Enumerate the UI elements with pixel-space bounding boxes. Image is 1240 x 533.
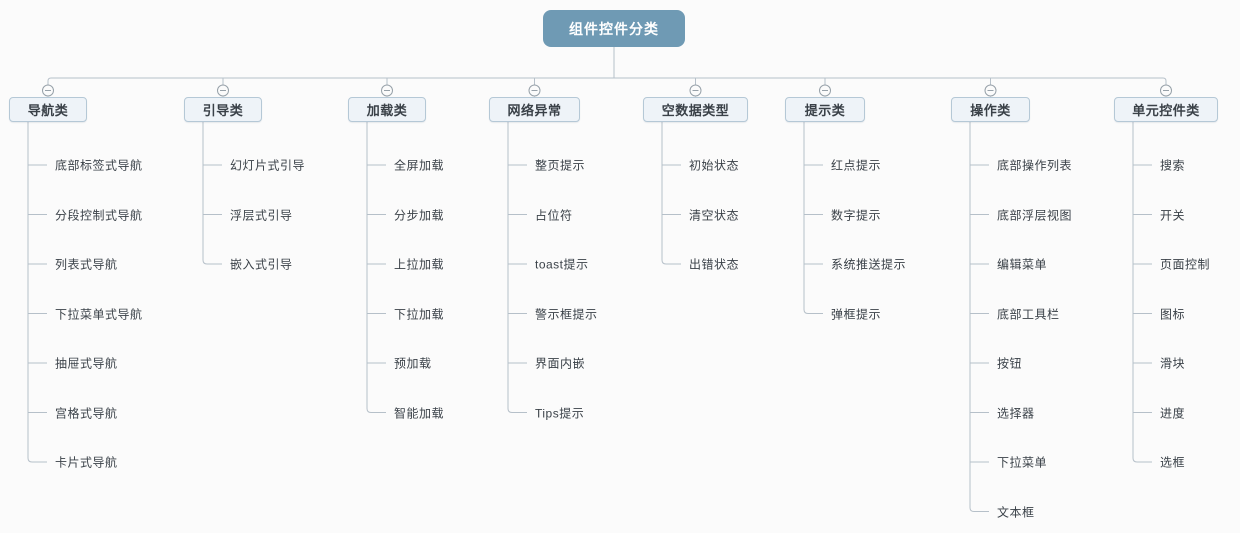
leaf-node[interactable]: 红点提示 — [831, 158, 882, 173]
leaf-node[interactable]: 文本框 — [997, 505, 1035, 519]
leaf-node[interactable]: 数字提示 — [831, 208, 882, 222]
branch-node[interactable]: 提示类 — [785, 97, 865, 122]
leaf-node[interactable]: 整页提示 — [535, 158, 586, 173]
branch-node[interactable]: 引导类 — [184, 97, 262, 122]
leaf-node[interactable]: 浮层式引导 — [230, 208, 293, 222]
leaf-node[interactable]: 选框 — [1160, 455, 1186, 470]
branch-node[interactable]: 网络异常 — [489, 97, 580, 122]
leaf-node[interactable]: 警示框提示 — [535, 307, 598, 321]
branch-node[interactable]: 加载类 — [348, 97, 426, 122]
connector-line — [27, 121, 47, 463]
leaf-node[interactable]: 选择器 — [997, 406, 1035, 420]
leaf-node[interactable]: 下拉菜单 — [997, 455, 1048, 470]
leaf-node[interactable]: 图标 — [1160, 307, 1186, 321]
leaf-node[interactable]: 出错状态 — [689, 257, 740, 272]
leaf-node[interactable]: 页面控制 — [1160, 257, 1211, 272]
connector-line — [366, 121, 386, 413]
connector-line — [47, 77, 1167, 85]
connector-line — [202, 121, 222, 265]
leaf-node[interactable]: 分步加载 — [394, 208, 445, 222]
branch-node[interactable]: 操作类 — [951, 97, 1030, 122]
connector-line — [507, 121, 527, 413]
leaf-node[interactable]: 界面内嵌 — [535, 356, 586, 371]
leaf-node[interactable]: 抽屉式导航 — [55, 356, 118, 371]
leaf-node[interactable]: 宫格式导航 — [55, 406, 118, 420]
leaf-node[interactable]: 底部工具栏 — [997, 307, 1060, 321]
leaf-node[interactable]: 下拉加载 — [394, 307, 445, 321]
leaf-node[interactable]: 开关 — [1160, 208, 1186, 222]
leaf-node[interactable]: 分段控制式导航 — [55, 208, 143, 222]
connector-line — [969, 121, 989, 512]
leaf-node[interactable]: 幻灯片式引导 — [230, 158, 306, 173]
leaf-node[interactable]: 智能加载 — [394, 406, 445, 420]
leaf-node[interactable]: 进度 — [1160, 406, 1186, 420]
leaf-node[interactable]: 嵌入式引导 — [230, 257, 293, 272]
leaf-node[interactable]: 编辑菜单 — [997, 257, 1048, 272]
leaf-node[interactable]: 下拉菜单式导航 — [55, 307, 143, 321]
leaf-node[interactable]: toast提示 — [535, 257, 589, 272]
collapse-minus-icon[interactable] — [689, 84, 702, 97]
leaf-node[interactable]: 上拉加载 — [394, 257, 445, 272]
collapse-minus-icon[interactable] — [42, 84, 54, 97]
leaf-node[interactable]: 系统推送提示 — [831, 257, 907, 272]
collapse-minus-icon[interactable] — [984, 84, 997, 97]
branch-node[interactable]: 单元控件类 — [1114, 97, 1218, 122]
connector-line — [1132, 121, 1152, 463]
collapse-minus-icon[interactable] — [1160, 84, 1172, 97]
leaf-node[interactable]: 清空状态 — [689, 208, 740, 222]
leaf-node[interactable]: 全屏加载 — [394, 158, 445, 173]
leaf-node[interactable]: 预加载 — [394, 356, 432, 371]
branch-node[interactable]: 空数据类型 — [643, 97, 748, 122]
leaf-node[interactable]: 滑块 — [1160, 356, 1186, 371]
leaf-node[interactable]: 弹框提示 — [831, 307, 882, 321]
leaf-node[interactable]: 底部标签式导航 — [55, 158, 143, 173]
collapse-minus-icon[interactable] — [528, 84, 541, 97]
leaf-node[interactable]: 按钮 — [997, 356, 1023, 371]
leaf-node[interactable]: 初始状态 — [689, 158, 740, 173]
leaf-node[interactable]: 搜索 — [1160, 158, 1186, 173]
leaf-node[interactable]: 卡片式导航 — [55, 455, 118, 470]
leaf-node[interactable]: 列表式导航 — [55, 257, 118, 272]
connector-line — [803, 121, 823, 314]
leaf-node[interactable]: Tips提示 — [535, 406, 585, 420]
branch-node[interactable]: 导航类 — [9, 97, 87, 122]
connector-line — [661, 121, 681, 265]
root-node[interactable]: 组件控件分类 — [543, 10, 685, 47]
collapse-minus-icon[interactable] — [819, 84, 831, 97]
collapse-minus-icon[interactable] — [381, 84, 393, 97]
leaf-node[interactable]: 占位符 — [535, 208, 573, 222]
leaf-node[interactable]: 底部操作列表 — [997, 158, 1073, 173]
leaf-node[interactable]: 底部浮层视图 — [997, 208, 1073, 222]
collapse-minus-icon[interactable] — [217, 84, 229, 97]
